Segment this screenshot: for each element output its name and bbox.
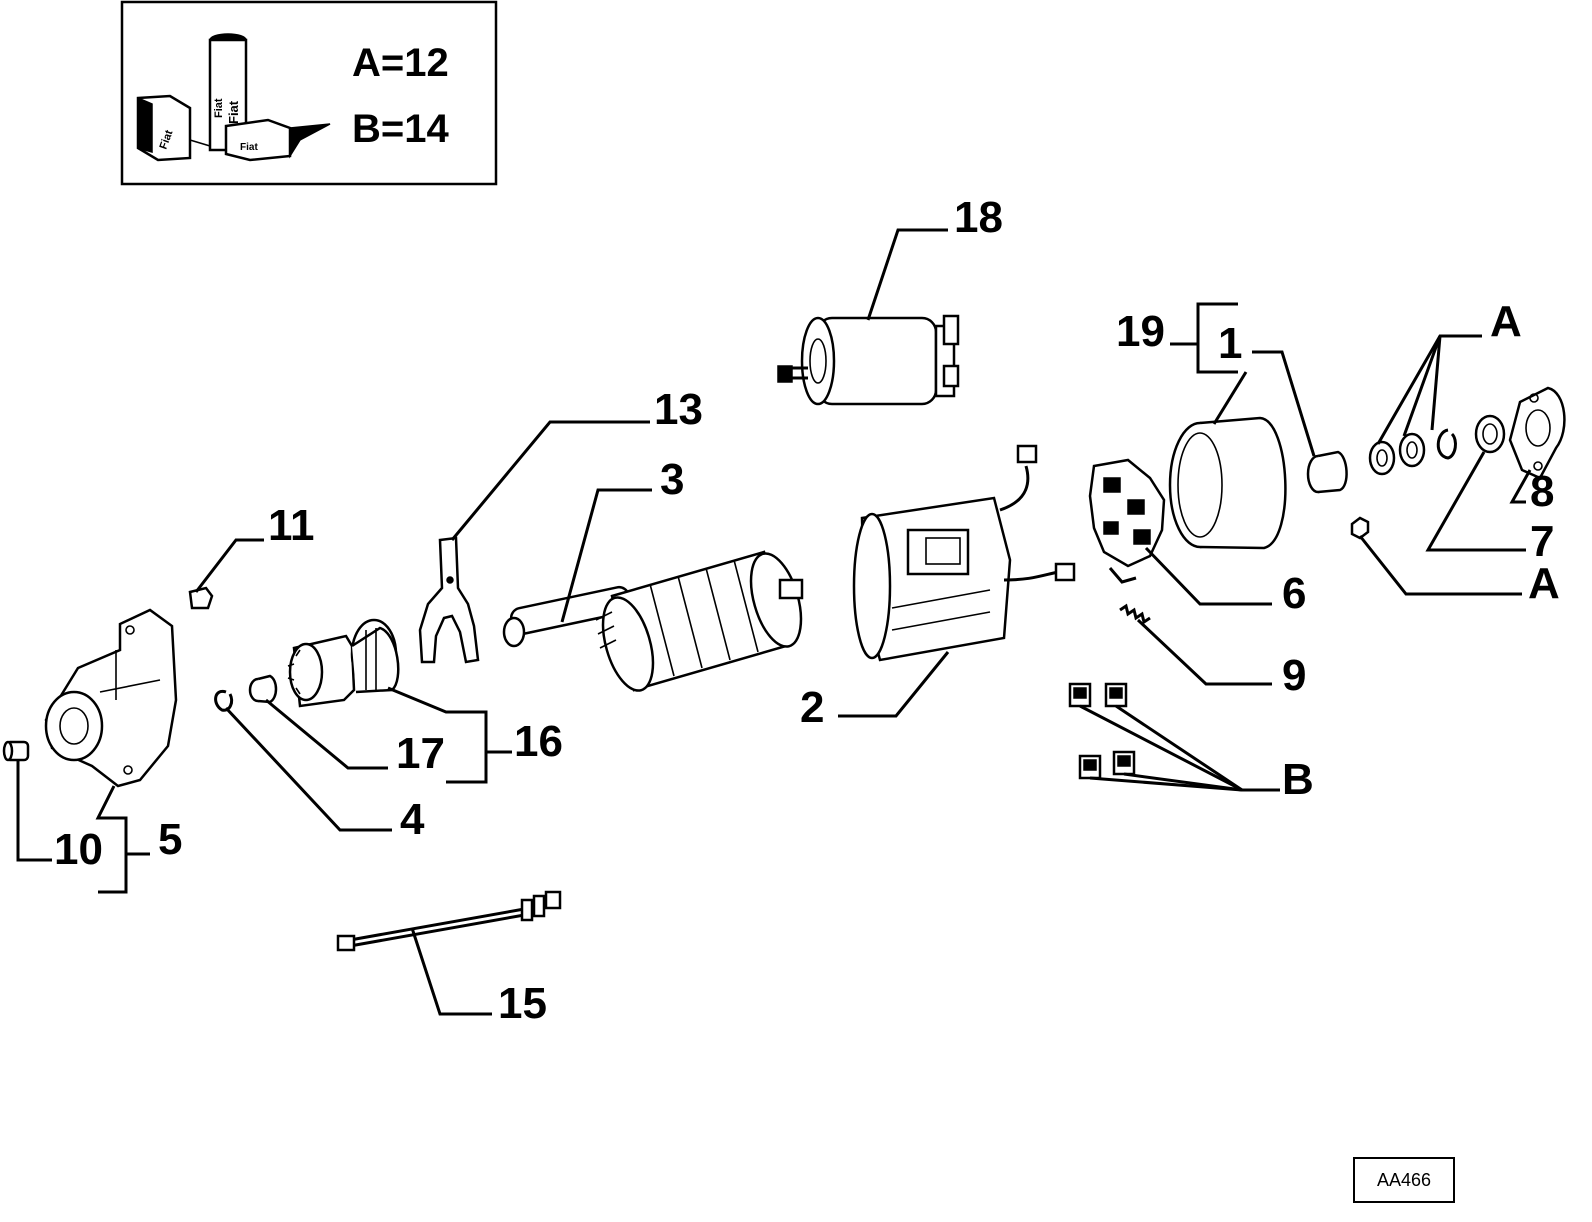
part-field-housing <box>852 444 1076 662</box>
part-solenoid <box>777 314 960 406</box>
callout-15: 15 <box>498 979 547 1028</box>
drawing-code: AA466 <box>1377 1170 1431 1190</box>
legend-box: Fiat Fiat Fiat Fiat A=12 B=14 <box>120 0 498 186</box>
legend-a-torque: A=12 <box>352 41 449 85</box>
callout-18: 18 <box>954 193 1003 242</box>
callout-a-top: A <box>1490 297 1522 346</box>
part-bushing <box>1306 450 1348 494</box>
part-stop-collar <box>248 674 278 704</box>
callout-11: 11 <box>268 501 315 550</box>
part-washers <box>1368 428 1457 476</box>
callout-3: 3 <box>660 455 684 504</box>
part-clip <box>188 586 214 610</box>
fiat-grease-icon: Fiat Fiat Fiat Fiat <box>136 33 331 162</box>
box-right-label: Fiat <box>240 142 258 153</box>
callout-2: 2 <box>800 683 824 732</box>
callout-10: 10 <box>54 825 103 874</box>
part-snap-ring <box>214 689 234 712</box>
part-pinion-drive <box>287 618 400 708</box>
part-seal-ring <box>1474 414 1506 454</box>
callout-5: 5 <box>158 815 182 864</box>
callout-1: 1 <box>1218 319 1242 368</box>
part-cover-band <box>1168 416 1287 550</box>
tube-label-1: Fiat <box>213 98 225 118</box>
part-nut <box>1350 516 1370 540</box>
callout-b: B <box>1282 755 1314 804</box>
leader-lines <box>16 228 1532 1016</box>
part-fork-lever <box>418 536 480 664</box>
callout-a-right: A <box>1528 559 1560 608</box>
callout-16: 16 <box>514 717 563 766</box>
callout-6: 6 <box>1282 569 1306 618</box>
part-small-bushing <box>2 740 30 762</box>
callout-8: 8 <box>1530 467 1554 516</box>
legend-b-torque: B=14 <box>352 107 449 151</box>
part-drive-end-housing <box>44 608 178 788</box>
callout-19: 19 <box>1116 307 1165 356</box>
part-spring <box>1119 603 1151 625</box>
callout-13: 13 <box>654 385 703 434</box>
part-armature <box>502 550 804 692</box>
drawing-code-box: AA466 <box>1353 1157 1455 1203</box>
part-through-bolt <box>336 890 562 952</box>
tube-label-2: Fiat <box>226 100 241 124</box>
part-end-cap <box>1508 386 1566 480</box>
callout-17: 17 <box>396 729 445 778</box>
part-brushes <box>1068 682 1136 780</box>
callout-9: 9 <box>1282 651 1306 700</box>
callout-7: 7 <box>1530 517 1554 566</box>
callout-4: 4 <box>400 795 425 844</box>
part-brush-holder <box>1088 458 1166 584</box>
